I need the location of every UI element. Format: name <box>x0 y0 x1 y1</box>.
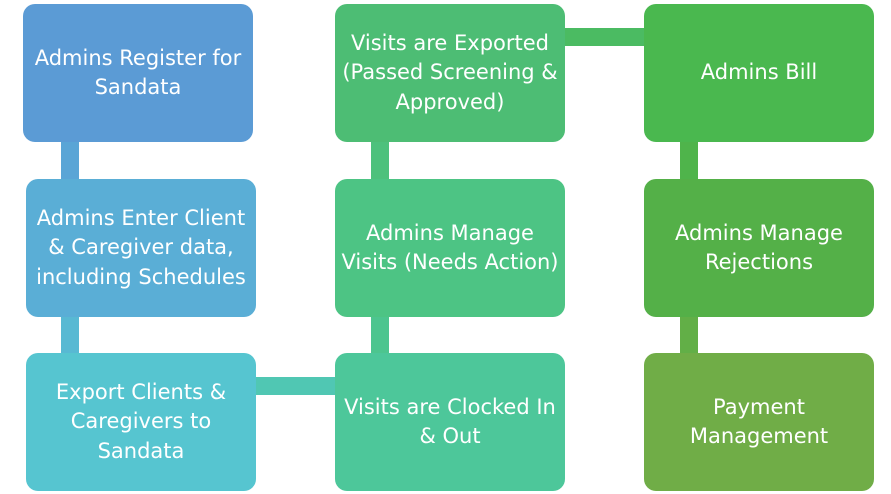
step-label: Export Clients & Caregivers to Sandata <box>55 379 227 463</box>
step-label: Admins Register for Sandata <box>34 45 242 99</box>
step-manage-visits: Admins Manage Visits (Needs Action) <box>335 179 565 317</box>
step-export-clients: Export Clients & Caregivers to Sandata <box>26 353 256 491</box>
step-label: Payment Management <box>689 394 829 448</box>
step-label: Admins Manage Visits (Needs Action) <box>341 220 559 274</box>
connector-export-to-clocked <box>256 377 335 395</box>
step-label: Visits are Clocked In & Out <box>344 394 556 448</box>
step-label: Visits are Exported (Passed Screening & … <box>342 30 558 114</box>
connector-manage-visits-to-exported <box>371 142 389 179</box>
connector-enter-to-export <box>61 317 79 353</box>
step-admins-bill: Admins Bill <box>644 4 874 142</box>
connector-clocked-to-manage-visits <box>371 317 389 353</box>
step-visits-clocked: Visits are Clocked In & Out <box>335 353 565 491</box>
step-label: Admins Bill <box>700 60 818 85</box>
connector-rejections-to-payment <box>680 317 698 353</box>
connector-exported-to-bill <box>565 28 644 46</box>
connector-bill-to-rejections <box>680 142 698 179</box>
step-manage-rejections: Admins Manage Rejections <box>644 179 874 317</box>
step-admins-enter-data: Admins Enter Client & Caregiver data, in… <box>26 179 256 317</box>
step-payment-management: Payment Management <box>644 353 874 491</box>
step-admins-register: Admins Register for Sandata <box>23 4 253 142</box>
step-label: Admins Enter Client & Caregiver data, in… <box>36 205 246 289</box>
step-label: Admins Manage Rejections <box>675 220 843 274</box>
step-visits-exported: Visits are Exported (Passed Screening & … <box>335 4 565 142</box>
connector-register-to-enter <box>61 142 79 179</box>
